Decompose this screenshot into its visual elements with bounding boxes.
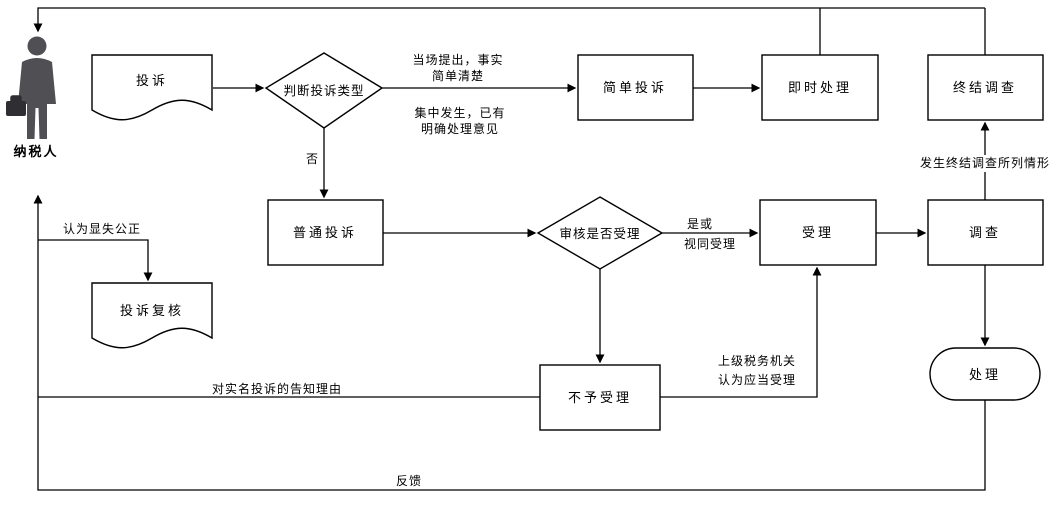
node-reject: 不予受理 (539, 364, 661, 431)
label-onsite-line2: 简单清楚 (432, 69, 484, 83)
label-terminate-bg (916, 155, 1054, 172)
node-investigate: 调查 (927, 199, 1044, 266)
label-notify-reason: 对实名投诉的告知理由 (212, 381, 342, 396)
label-concentrated-line1: 集中发生，已有 (414, 105, 505, 120)
node-handle: 处理 (929, 347, 1041, 401)
node-handle-label: 处理 (969, 368, 1001, 383)
edge-unfair-to-complaint-review (38, 239, 153, 282)
node-review-accept-label: 审核是否受理 (559, 226, 640, 241)
node-simple-complaint-label: 简单投诉 (603, 80, 667, 96)
label-superior-line1: 上级税务机关 (718, 353, 796, 368)
node-ordinary-complaint: 普通投诉 (267, 199, 384, 266)
edge-handle-feedback-to-taxpayer (33, 194, 986, 491)
node-judge-type: 判断投诉类型 (264, 52, 384, 129)
edge-reject-to-accept (660, 266, 822, 398)
node-instant-handle-label: 即时处理 (788, 81, 852, 96)
node-simple-complaint: 简单投诉 (577, 54, 694, 121)
node-instant-handle: 即时处理 (761, 54, 879, 121)
node-investigate-label: 调查 (969, 226, 1001, 241)
label-terminate-condition: 发生终结调查所列情形 (920, 155, 1050, 170)
node-ordinary-complaint-label: 普通投诉 (293, 225, 357, 241)
edge-top-feedback-to-taxpayer (33, 7, 985, 33)
node-accept-label: 受理 (802, 226, 834, 241)
taxpayer-icon (6, 36, 56, 139)
label-accept-line1: 是或 (687, 217, 713, 231)
node-accept: 受理 (759, 199, 877, 266)
label-no: 否 (306, 152, 319, 166)
node-complaint-label: 投诉 (136, 73, 168, 89)
label-concentrated-line2: 明确处理意见 (421, 121, 499, 136)
node-review-accept: 审核是否受理 (536, 196, 664, 270)
node-complaint-review: 投诉复核 (91, 282, 213, 349)
node-complaint-review-label: 投诉复核 (120, 303, 184, 319)
label-unfair: 认为显失公正 (63, 221, 141, 236)
label-accept-line2: 视同受理 (684, 236, 736, 251)
node-reject-label: 不予受理 (568, 391, 632, 406)
label-onsite-line1: 当场提出，事实 (412, 52, 503, 67)
label-feedback: 反馈 (396, 474, 422, 488)
node-complaint: 投诉 (91, 54, 213, 121)
node-end-investigation: 终结调查 (927, 54, 1044, 121)
node-judge-type-label: 判断投诉类型 (283, 83, 364, 98)
label-superior-line2: 认为应当受理 (718, 372, 796, 387)
taxpayer-label: 纳税人 (13, 144, 58, 160)
node-end-investigation-label: 终结调查 (953, 80, 1017, 96)
